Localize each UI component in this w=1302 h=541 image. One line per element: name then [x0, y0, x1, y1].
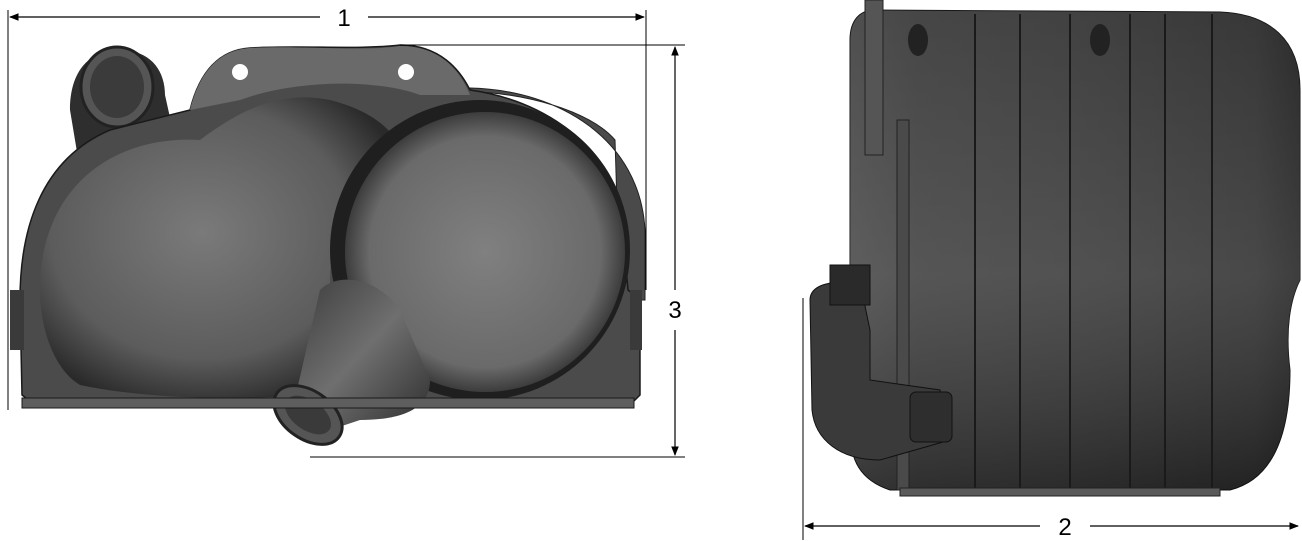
dimension-3: 3	[310, 44, 685, 458]
dimension-1: 1	[7, 5, 647, 410]
dimension-2: 2	[802, 298, 1299, 541]
front-view	[10, 44, 646, 446]
side-ribs	[974, 14, 1213, 488]
side-front-plate	[864, 0, 884, 156]
side-pipe-end	[909, 391, 953, 443]
base-rail	[21, 397, 635, 409]
side-body-shading	[850, 10, 1300, 490]
side-bottom-rail	[899, 487, 1221, 497]
top-flange	[190, 46, 470, 110]
left-clamp	[10, 290, 24, 350]
right-clamp	[630, 290, 642, 350]
side-view	[809, 0, 1301, 497]
dim-2-label: 2	[1058, 514, 1071, 541]
dim-3-label: 3	[668, 297, 681, 324]
mount-hole-left	[232, 64, 248, 80]
dim-1-label: 1	[337, 5, 350, 32]
top-boss-1	[908, 24, 928, 56]
side-sensor	[829, 264, 871, 306]
mount-hole-right	[398, 64, 414, 80]
top-boss-2	[1090, 24, 1110, 56]
left-bowl	[40, 97, 400, 398]
outlet-tube	[290, 279, 430, 430]
right-bowl-inner	[345, 112, 625, 392]
inlet-tube-inner	[90, 56, 144, 118]
